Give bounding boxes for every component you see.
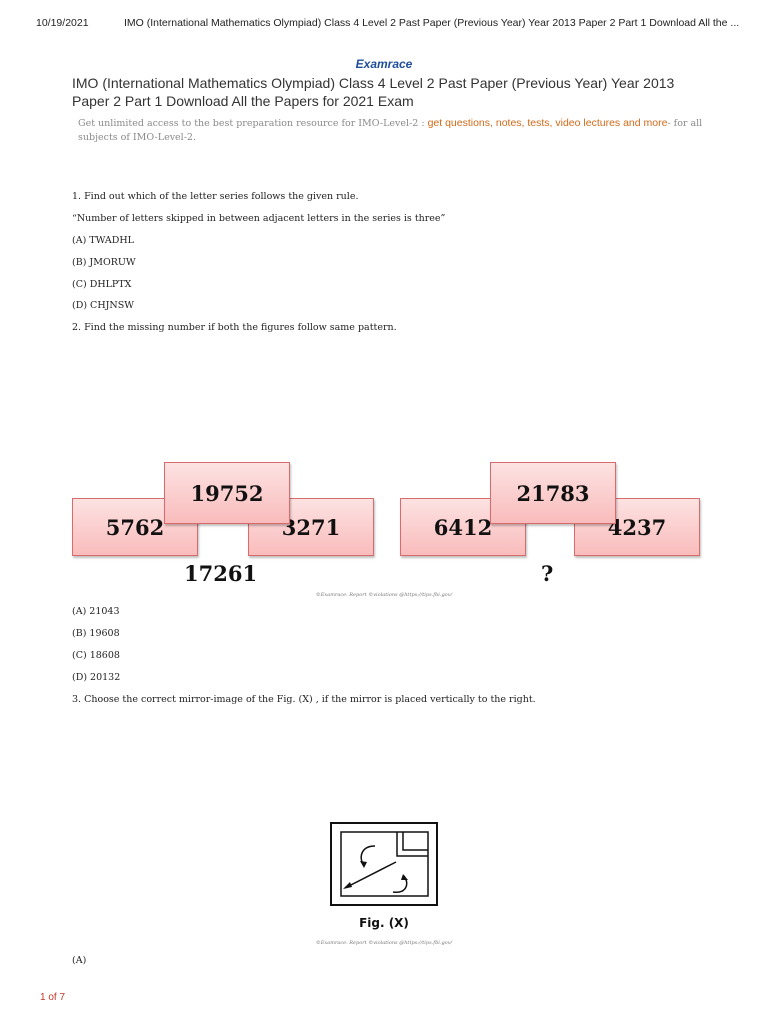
q1-option-c: (C) DHLPTX bbox=[72, 279, 132, 290]
figure-1-result: 17261 bbox=[184, 561, 258, 586]
q2-option-a: (A) 21043 bbox=[72, 606, 120, 617]
question-3: 3. Choose the correct mirror-image of th… bbox=[72, 694, 536, 705]
figure-2-left-box: 6412 bbox=[400, 498, 526, 556]
q2-option-c: (C) 18608 bbox=[72, 650, 120, 661]
image-credit-2: ©Examrace. Report ©violations @https://t… bbox=[315, 940, 453, 946]
figure-x bbox=[330, 822, 438, 906]
promo-prefix: Get unlimited access to the best prepara… bbox=[78, 118, 428, 129]
brand-name[interactable]: Examrace bbox=[355, 57, 413, 71]
q1-option-d: (D) CHJNSW bbox=[72, 300, 134, 311]
figure-1-top-box: 19752 bbox=[164, 462, 290, 524]
question-1: 1. Find out which of the letter series f… bbox=[72, 191, 359, 202]
print-date: 10/19/2021 bbox=[36, 17, 89, 29]
figure-x-caption: Fig. (X) bbox=[359, 916, 409, 930]
page-title: IMO (International Mathematics Olympiad)… bbox=[72, 75, 675, 109]
q1-option-b: (B) JMORUW bbox=[72, 257, 136, 268]
figure-2-result: ? bbox=[541, 561, 554, 586]
q2-option-b: (B) 19608 bbox=[72, 628, 120, 639]
q2-option-d: (D) 20132 bbox=[72, 672, 121, 683]
promo-suffix: - for all subjects of IMO-Level-2. bbox=[78, 118, 703, 143]
q3-option-a: (A) bbox=[72, 955, 87, 966]
figure-1-left-box: 5762 bbox=[72, 498, 198, 556]
image-credit: ©Examrace. Report ©violations @https://t… bbox=[315, 592, 453, 598]
page-number: 1 of 7 bbox=[40, 992, 66, 1003]
question-2: 2. Find the missing number if both the f… bbox=[72, 322, 397, 333]
print-header: 10/19/2021 IMO (International Mathematic… bbox=[0, 17, 768, 33]
promo-link[interactable]: get questions, notes, tests, video lectu… bbox=[427, 117, 668, 129]
figure-1-right-box: 3271 bbox=[248, 498, 374, 556]
q1-option-a: (A) TWADHL bbox=[72, 235, 134, 246]
promo-text: Get unlimited access to the best prepara… bbox=[78, 116, 708, 145]
print-title: IMO (International Mathematics Olympiad)… bbox=[124, 17, 740, 29]
figure-2-top-box: 21783 bbox=[490, 462, 616, 524]
question-1-rule: “Number of letters skipped in between ad… bbox=[72, 213, 446, 224]
